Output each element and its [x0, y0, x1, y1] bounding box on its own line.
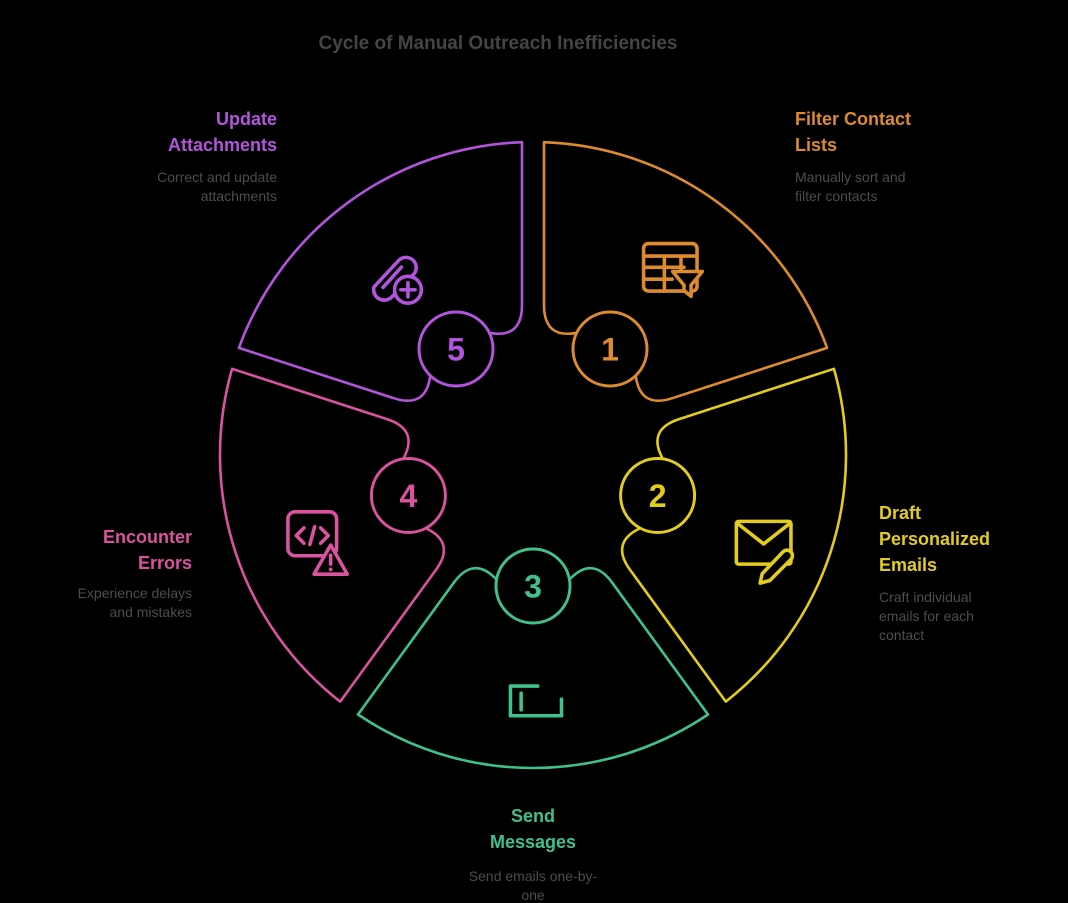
step-2-number-circle [619, 457, 697, 534]
code-error-icon [286, 510, 350, 576]
step-4-number-circle [369, 457, 447, 534]
step-2-number: 2 [649, 478, 667, 514]
step-5-label-block: Update Attachments Correct and update at… [75, 106, 277, 206]
send-tray-icon [508, 684, 564, 718]
step-2-description: Craft individual emails for each contact [879, 589, 974, 643]
step-5-title: Update Attachments [167, 109, 277, 155]
sector-5-outline [237, 140, 524, 403]
diagram-title: Cycle of Manual Outreach Inefficiencies [318, 33, 678, 54]
table-filter-icon [641, 241, 705, 299]
step-5-number: 5 [447, 332, 465, 368]
step-1-number-circle [571, 310, 649, 388]
step-3-title: Send Messages [489, 806, 577, 852]
sector-2-outline [620, 367, 848, 703]
paperclip-plus-icon [371, 255, 424, 305]
step-1-label-block: Filter Contact Lists Manually sort and f… [795, 106, 975, 206]
sector-4-outline [218, 367, 446, 703]
step-3-number: 3 [524, 569, 542, 605]
step-1-number: 1 [601, 332, 619, 368]
sector-1-outline [542, 140, 829, 403]
step-4-title: Encounter Errors [102, 527, 192, 573]
sector-3-outline [356, 566, 710, 770]
step-2-title: Draft Personalized Emails [879, 503, 991, 575]
step-2-label-block: Draft Personalized Emails Craft individu… [879, 500, 1049, 645]
step-5-description: Correct and update attachments [157, 169, 277, 204]
step-4-description: Experience delays and mistakes [77, 585, 192, 620]
step-5-number-circle [417, 310, 495, 388]
step-4-label-block: Encounter Errors Experience delays and m… [16, 524, 192, 622]
envelope-pencil-icon [734, 519, 795, 585]
step-3-description: Send emails one-by- one [468, 868, 598, 903]
step-3-label-block: Send Messages Send emails one-by- one [383, 803, 683, 903]
step-1-title: Filter Contact Lists [795, 109, 912, 155]
step-1-description: Manually sort and filter contacts [795, 169, 906, 204]
step-4-number: 4 [400, 478, 418, 514]
step-3-number-circle [494, 547, 572, 625]
